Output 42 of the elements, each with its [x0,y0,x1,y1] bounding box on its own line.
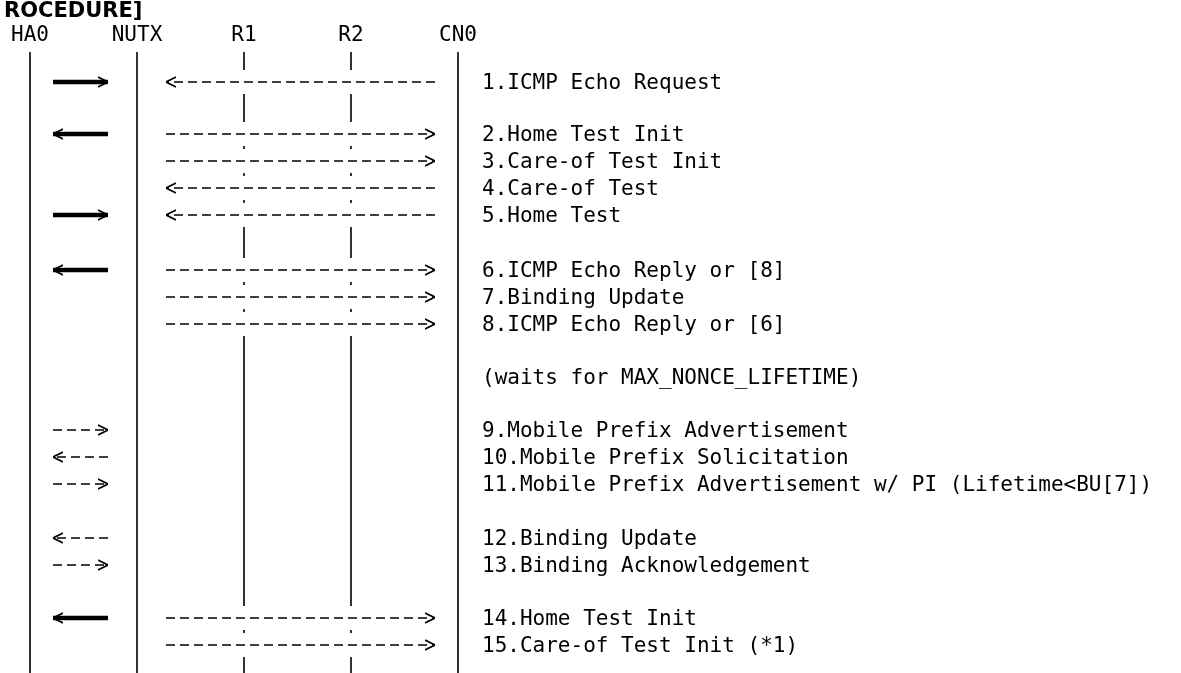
message-arrow [165,128,436,140]
message-label: 8.ICMP Echo Reply or [6] [482,312,786,336]
message-arrow [52,612,108,624]
message-arrow [165,612,436,624]
message-label: 6.ICMP Echo Reply or [8] [482,258,786,282]
message-label: 14.Home Test Init [482,606,697,630]
message-arrow [52,424,109,436]
message-label: 13.Binding Acknowledgement [482,553,811,577]
message-arrow [165,318,436,330]
message-arrow [52,451,109,463]
message-arrow [52,559,109,571]
message-arrow [165,264,436,276]
section-heading: ROCEDURE] [4,0,143,22]
participant-name: R1 [230,22,258,46]
message-label: 10.Mobile Prefix Solicitation [482,445,849,469]
message-label: 4.Care-of Test [482,176,659,200]
participant-name: NUTX [110,22,164,46]
message-arrow [165,639,436,651]
message-label: 12.Binding Update [482,526,697,550]
message-arrow [165,182,436,194]
message-label: 11.Mobile Prefix Advertisement w/ PI (Lifetime<BU[7]) [482,472,1153,496]
message-arrow [52,532,109,544]
message-label: 15.Care-of Test Init (*1) [482,633,799,657]
participant-name: HA0 [10,22,50,46]
message-label: 5.Home Test [482,203,622,227]
message-label: 7.Binding Update [482,285,685,309]
participant-name: R2 [337,22,365,46]
message-arrow [165,209,436,221]
note-text: (waits for MAX_NONCE_LIFETIME) [482,365,862,389]
message-arrow [165,155,436,167]
message-arrow [52,264,108,276]
participant-name: CN0 [438,22,478,46]
message-arrow [165,76,436,88]
message-arrow [53,209,109,221]
message-arrow [52,478,109,490]
message-arrow [165,291,436,303]
message-arrow [52,128,108,140]
message-arrow [53,76,109,88]
message-label: 9.Mobile Prefix Advertisement [482,418,849,442]
message-label: 1.ICMP Echo Request [482,70,723,94]
message-label: 2.Home Test Init [482,122,685,146]
message-label: 3.Care-of Test Init [482,149,723,173]
